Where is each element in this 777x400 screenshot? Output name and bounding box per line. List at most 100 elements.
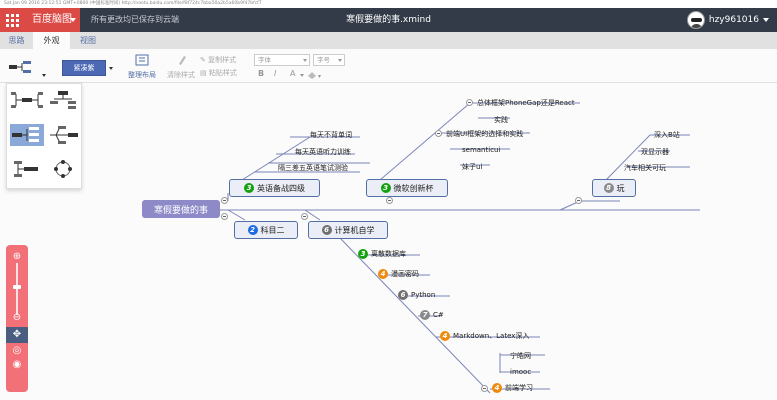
collapse-icon[interactable]	[221, 197, 228, 204]
subtopic-label: C#	[433, 311, 444, 319]
avatar	[686, 11, 705, 29]
clear-style-label: 清除样式	[167, 71, 195, 79]
username: hzy961016	[708, 15, 759, 25]
structure-option-radial[interactable]	[46, 158, 80, 180]
layout-icon	[135, 54, 149, 66]
zoom-slider[interactable]	[16, 263, 18, 315]
subtopic[interactable]: 每天英语听力训练	[295, 148, 351, 156]
bold-button[interactable]: B	[258, 69, 265, 78]
subtopic[interactable]: 每天不背单词	[310, 131, 352, 139]
structure-dropdown	[6, 83, 82, 189]
collapse-icon[interactable]	[481, 385, 488, 392]
theme-select-button[interactable]: 紧凑紫	[62, 60, 106, 76]
topic-label: 计算机自学	[334, 225, 375, 235]
subtopic-label: Python	[411, 291, 436, 299]
collapse-icon[interactable]	[575, 197, 582, 204]
zoom-slider-handle[interactable]	[13, 285, 21, 289]
move-icon[interactable]: ✥	[6, 327, 28, 343]
priority-icon: 3	[244, 183, 254, 193]
brand-menu[interactable]: 百度脑图	[24, 8, 80, 32]
zoom-out-icon[interactable]: ⊖	[12, 312, 22, 323]
subtopic[interactable]: imooc	[510, 368, 532, 376]
font-size-value: 字号	[317, 56, 330, 64]
subtopic[interactable]: 总体框架PhoneGap还是React	[477, 99, 575, 107]
priority-icon: 4	[378, 269, 388, 279]
subtopic[interactable]: 妹子ui	[462, 163, 483, 171]
font-color-button[interactable]: A	[290, 69, 296, 78]
save-status: 所有更改均已保存到云端	[91, 15, 179, 24]
collapse-icon[interactable]	[301, 213, 308, 220]
chevron-down-icon	[303, 59, 307, 62]
structure-option-fishbone[interactable]	[46, 124, 80, 146]
arrange-layout-button[interactable]: 整理布局	[124, 53, 160, 81]
locate-icon[interactable]: ◎	[12, 345, 22, 356]
topic-play[interactable]: 8 玩	[592, 179, 636, 197]
subtopic[interactable]: 实践	[494, 116, 508, 124]
subtopic[interactable]: semanticui	[462, 146, 501, 154]
topic-microsoft-imagine-cup[interactable]: 3 微软创新杯	[366, 179, 448, 197]
clear-style-button[interactable]: 清除样式	[166, 53, 198, 81]
zoom-panel: ⊕ ⊖ ✥ ◎ ◉	[6, 245, 28, 392]
chevron-down-icon	[42, 74, 46, 77]
subtopic[interactable]: 汽车相关可玩	[624, 164, 666, 172]
brand-label: 百度脑图	[32, 14, 72, 25]
topic-driving-subject-two[interactable]: 2 科目二	[234, 221, 298, 239]
app-grid-icon[interactable]	[0, 8, 24, 32]
structure-picker[interactable]	[8, 59, 46, 79]
font-size-select[interactable]: 字号	[313, 54, 345, 66]
structure-option-mindmap[interactable]	[10, 89, 44, 111]
chevron-down-icon[interactable]	[300, 74, 304, 77]
priority-icon: 7	[420, 310, 430, 320]
ribbon-tabs: 思路 外观 视图	[0, 32, 777, 49]
eye-icon[interactable]: ◉	[12, 359, 22, 370]
topic-label: 科目二	[260, 225, 285, 235]
chevron-down-icon	[338, 59, 342, 62]
priority-icon: 2	[247, 225, 258, 235]
collapse-icon[interactable]	[466, 99, 473, 106]
structure-option-logic-selected[interactable]	[10, 124, 44, 146]
fill-color-icon[interactable]	[306, 70, 322, 80]
topic-label: 玩	[616, 183, 625, 193]
subtopic[interactable]: 隔三差五英语笔试测验	[278, 164, 348, 172]
chevron-down-icon[interactable]	[109, 67, 113, 70]
priority-icon: 4	[440, 331, 450, 341]
subtopic[interactable]: 前端UI框架的选择和实践	[446, 130, 524, 138]
browser-url-bar: Sat Jan 09 2016 23:12:51 GMT+0800 (中国标准时…	[0, 0, 777, 8]
topic-label: 微软创新杯	[393, 183, 434, 193]
structure-option-org[interactable]	[10, 158, 44, 180]
priority-icon: 4	[492, 383, 502, 393]
chevron-down-icon	[70, 18, 76, 22]
user-menu[interactable]: hzy961016	[686, 8, 769, 32]
subtopic[interactable]: 深入B站	[654, 131, 680, 139]
topic-english[interactable]: 3 英语备战四级	[229, 179, 320, 197]
collapse-icon[interactable]	[386, 197, 393, 204]
italic-button[interactable]: I	[274, 69, 277, 78]
subtopic[interactable]: 宁皓网	[510, 352, 531, 360]
tab-view[interactable]: 视图	[80, 36, 96, 45]
structure-option-tree[interactable]	[46, 89, 80, 111]
root-topic-label: 寒假要做的事	[153, 205, 208, 216]
tab-ideas[interactable]: 思路	[8, 36, 25, 45]
subtopic-label: 离散数据库	[371, 250, 406, 258]
mindmap-connectors	[218, 102, 700, 394]
collapse-icon[interactable]	[435, 130, 442, 137]
mindmap-canvas[interactable]: 寒假要做的事 3 英语备战四级 每天不背单词 每天英语听力训练 隔三差五英语笔试…	[0, 83, 777, 400]
collapse-icon[interactable]	[221, 213, 228, 220]
brush-icon	[179, 56, 186, 65]
subtopic[interactable]: 双显示器	[641, 148, 669, 156]
subtopic-label: Markdown、Latex深入	[453, 332, 530, 340]
subtopic-label: 漫画密码	[391, 270, 419, 278]
topic-cs-self-study[interactable]: 6 计算机自学	[308, 221, 388, 239]
tab-appearance[interactable]: 外观	[33, 32, 70, 49]
mindmap-structure-icon	[9, 61, 31, 73]
title-bar: 百度脑图 所有更改均已保存到云端 寒假要做的事.xmind hzy961016	[0, 8, 777, 32]
root-topic[interactable]: 寒假要做的事	[142, 200, 220, 218]
zoom-in-icon[interactable]: ⊕	[12, 251, 22, 262]
font-family-select[interactable]: 字体	[254, 54, 310, 66]
